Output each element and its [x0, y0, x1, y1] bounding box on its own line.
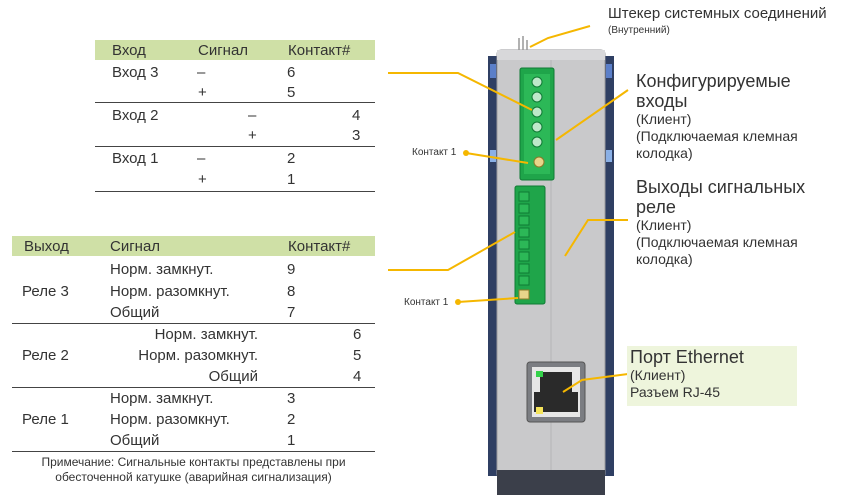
input-signal: +: [198, 84, 207, 101]
relay-contact: 4: [353, 368, 362, 385]
callout-system-connector: Штекер системных соединений (Внутренний): [608, 4, 827, 37]
outputs-table-header: [12, 236, 375, 256]
relay-group-name: Реле 1: [22, 411, 69, 428]
table-divider: [95, 146, 375, 147]
relay-signal: Общий: [208, 368, 258, 385]
relay-outputs-sub-2: (Подключаемая клемная: [636, 234, 798, 250]
relay-contact: 1: [287, 432, 296, 449]
input-contact: 6: [287, 64, 296, 81]
relay-group-name: Реле 2: [22, 347, 69, 364]
config-inputs-sub-1: (Клиент): [636, 111, 692, 127]
ethernet-title: Порт Ethernet: [630, 347, 744, 367]
system-connector-wire: [518, 36, 528, 50]
input-signal: –: [197, 150, 206, 167]
relay-signal: Норм. замкнут.: [154, 326, 258, 343]
relay-signal: Норм. разомкнут.: [110, 283, 230, 300]
outputs-header-signal: Сигнал: [110, 238, 161, 255]
table-divider: [95, 191, 375, 192]
config-inputs-screws: [531, 76, 545, 168]
relay-signal: Норм. разомкнут.: [138, 347, 258, 364]
input-group-name: Вход 3: [112, 64, 159, 81]
relay-contact: 8: [287, 283, 296, 300]
relay-group-name: Реле 3: [22, 283, 69, 300]
config-inputs-title-2: входы: [636, 91, 688, 111]
contact1-relays-label: Контакт 1: [404, 297, 449, 308]
relay-outputs-pins: [518, 191, 530, 300]
relay-contact: 9: [287, 261, 296, 278]
input-contact: 3: [352, 127, 361, 144]
input-contact: 2: [287, 150, 296, 167]
table-divider: [12, 451, 375, 452]
input-contact: 4: [352, 107, 361, 124]
inputs-table-header: [95, 40, 375, 60]
input-contact: 1: [287, 171, 296, 188]
relay-contact: 6: [353, 326, 362, 343]
input-signal: –: [197, 64, 206, 81]
relay-outputs-title-1: Выходы сигнальных: [636, 177, 806, 197]
footnote: Примечание: Сигнальные контакты представ…: [12, 455, 375, 485]
callout-config-inputs: Конфигурируемые входы (Клиент) (Подключа…: [636, 71, 798, 162]
relay-signal: Общий: [110, 432, 160, 449]
relay-outputs-sub-1: (Клиент): [636, 217, 692, 233]
callout-ethernet: Порт Ethernet (Клиент) Разъем RJ-45: [627, 346, 797, 406]
input-group-name: Вход 2: [112, 107, 159, 124]
relay-contact: 7: [287, 304, 296, 321]
footnote-line-1: Примечание: Сигнальные контакты представ…: [41, 455, 346, 469]
input-group-name: Вход 1: [112, 150, 159, 167]
footnote-line-2: обесточенной катушке (аварийная сигнализ…: [55, 470, 332, 484]
system-connector-sub: (Внутренний): [608, 25, 670, 36]
ethernet-sub-2: Разъем RJ-45: [630, 384, 721, 400]
relay-signal: Норм. замкнут.: [110, 390, 214, 407]
relay-contact: 5: [353, 347, 362, 364]
relay-outputs-title-2: реле: [636, 197, 676, 217]
ethernet-port: [526, 361, 586, 423]
system-connector-title: Штекер системных соединений: [608, 5, 827, 22]
callout-lines: [388, 25, 629, 393]
relay-signal: Общий: [110, 304, 160, 321]
inputs-header-signal: Сигнал: [198, 42, 249, 59]
relay-signal: Норм. разомкнут.: [110, 411, 230, 428]
input-contact: 5: [287, 84, 296, 101]
relay-signal: Норм. замкнут.: [110, 261, 214, 278]
contact1-inputs-label: Контакт 1: [412, 147, 457, 158]
config-inputs-sub-2: (Подключаемая клемная: [636, 128, 798, 144]
ethernet-sub-1: (Клиент): [630, 367, 686, 383]
relay-outputs-sub-3: колодка): [636, 251, 693, 267]
table-divider: [12, 323, 375, 324]
outputs-header-output: Выход: [24, 238, 69, 255]
input-signal: +: [198, 171, 207, 188]
relay-contact: 2: [287, 411, 296, 428]
table-divider: [95, 102, 375, 103]
relay-contact: 3: [287, 390, 296, 407]
callout-relay-outputs: Выходы сигнальных реле (Клиент) (Подключ…: [636, 177, 805, 268]
inputs-header-contact: Контакт#: [288, 42, 351, 59]
input-signal: +: [248, 127, 257, 144]
table-divider: [12, 387, 375, 388]
config-inputs-title-1: Конфигурируемые: [636, 71, 791, 91]
device-base: [497, 470, 605, 495]
config-inputs-sub-3: колодка): [636, 145, 693, 161]
outputs-header-contact: Контакт#: [288, 238, 351, 255]
inputs-header-input: Вход: [112, 42, 146, 59]
input-signal: –: [248, 107, 257, 124]
